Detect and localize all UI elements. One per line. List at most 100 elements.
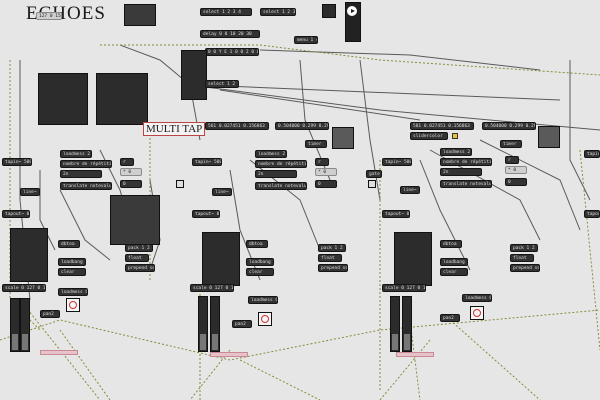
module3-display xyxy=(394,232,432,286)
r-object-3[interactable]: r xyxy=(505,156,519,164)
volume-slider-1b[interactable] xyxy=(20,298,30,352)
volume-slider-3a[interactable] xyxy=(390,296,400,352)
tapout-object-4[interactable]: tapout~ 0 xyxy=(584,210,600,218)
loadmess-object-1[interactable]: loadmess 2 xyxy=(60,150,92,158)
two-n-object-3[interactable]: 2n xyxy=(440,168,482,176)
float-object-2[interactable]: float xyxy=(318,254,342,262)
tfb-object-1[interactable]: * 0 xyxy=(120,168,142,176)
clear-object-3[interactable]: clear xyxy=(440,268,468,276)
toggle-2[interactable] xyxy=(368,180,376,188)
float-object-3[interactable]: float xyxy=(510,254,534,262)
module2-display xyxy=(202,232,240,286)
pan-knob-2[interactable] xyxy=(258,312,272,326)
tapout-object-1[interactable]: tapout~ 0 xyxy=(2,210,30,218)
line-object-1[interactable]: line~ xyxy=(20,188,40,196)
loadmess-object-3[interactable]: loadmess 2 xyxy=(440,148,472,156)
float-object-1[interactable]: float xyxy=(125,254,149,262)
line-object-3[interactable]: line~ xyxy=(400,186,420,194)
dbfs-object-2[interactable]: dbtoa xyxy=(246,240,268,248)
select-object-small[interactable]: select 1 2 3 4 xyxy=(260,8,296,16)
clear-object-1[interactable]: clear xyxy=(58,268,86,276)
status-led xyxy=(452,133,458,139)
slidercolor-object[interactable]: slidercolor xyxy=(410,132,448,140)
nombre-object-3[interactable]: nombre de répétition xyxy=(440,158,492,166)
volume-slider-2a[interactable] xyxy=(198,296,208,352)
pan-knob-3[interactable] xyxy=(470,306,484,320)
tapout-object-2[interactable]: tapout~ 0 xyxy=(192,210,220,218)
output-bar-2 xyxy=(210,352,248,357)
pan-knob-1[interactable] xyxy=(66,298,80,312)
toggle-1[interactable] xyxy=(176,180,184,188)
values-left2-object[interactable]: 0.504000 0.299 0.299 1 xyxy=(275,122,329,130)
loadbang-object-2[interactable]: loadbang xyxy=(246,258,274,266)
clear-object-2[interactable]: clear xyxy=(246,268,274,276)
loadmess-bottom-3[interactable]: loadmess 64 xyxy=(462,294,492,302)
loadbang-object-1[interactable]: loadbang xyxy=(58,258,86,266)
pan-object-3[interactable]: pan2 xyxy=(440,314,460,322)
scale-object-2[interactable]: scale 0 127 0 158 xyxy=(190,284,234,292)
display-panel-right xyxy=(96,73,148,125)
nombre-object-1[interactable]: nombre de répétition xyxy=(60,160,112,168)
digits-object[interactable]: 0 0 Y E 1 0 0 2 0 0 0 0 xyxy=(205,48,259,56)
line-object-2[interactable]: line~ xyxy=(212,188,232,196)
tfb-object-2[interactable]: * 0 xyxy=(315,168,337,176)
zero-object-1[interactable]: 0 xyxy=(120,180,142,188)
tapin-object-2[interactable]: tapin~ 5000 xyxy=(192,158,222,166)
volume-slider-3b[interactable] xyxy=(402,296,412,352)
pack-object-1[interactable]: pack 1 2 xyxy=(125,244,153,252)
tapin-object-1[interactable]: tapin~ 5000 xyxy=(2,158,32,166)
menu-object[interactable]: menu 1 4 xyxy=(294,36,318,44)
scale-top-object[interactable]: 127 0 158 xyxy=(36,12,62,20)
prepend-object-2[interactable]: prepend set xyxy=(318,264,348,272)
scale-object-3[interactable]: scale 0 127 0 158 xyxy=(382,284,426,292)
prepend-object-1[interactable]: prepend set xyxy=(125,264,155,272)
two-n-object-1[interactable]: 2n xyxy=(60,170,102,178)
tapin-object-3[interactable]: tapin~ 5000 xyxy=(382,158,412,166)
tapout-object-3[interactable]: tapout~ 0 xyxy=(382,210,410,218)
translate-object-1[interactable]: translate notevalues ms xyxy=(60,182,112,190)
r-object-1[interactable]: r xyxy=(120,158,134,166)
nombre-object-2[interactable]: nombre de répétition xyxy=(255,160,307,168)
dbfs-object-1[interactable]: dbtoa xyxy=(58,240,80,248)
dbfs-object-3[interactable]: dbtoa xyxy=(440,240,462,248)
display-panel-left xyxy=(38,73,88,125)
volume-slider-2b[interactable] xyxy=(210,296,220,352)
tapin-object-4[interactable]: tapin~ 5000 xyxy=(584,150,600,158)
values-right2-object[interactable]: 0.504000 0.299 0.299 1 xyxy=(482,122,536,130)
pan-object-2[interactable]: pan2 xyxy=(232,320,252,328)
top-right-panel xyxy=(322,4,336,18)
pack-object-3[interactable]: pack 1 2 xyxy=(510,244,538,252)
start-icon[interactable] xyxy=(346,5,358,17)
multitap-title: MULTI TAP xyxy=(143,122,206,136)
route-object[interactable]: select 1 2 3 4 xyxy=(205,80,239,88)
zero-object-3[interactable]: 0 xyxy=(505,178,527,186)
color-swatch-left xyxy=(332,127,354,149)
loadbang-object-3[interactable]: loadbang xyxy=(440,258,468,266)
values-right-object[interactable]: 581 0.027451 0.156863 1 xyxy=(410,122,474,130)
translate-object-3[interactable]: translate notevalues ms xyxy=(440,180,492,188)
timer-object-2[interactable]: timer xyxy=(305,140,327,148)
delay-object[interactable]: delay 0 0 10 20 30 xyxy=(200,30,260,38)
loadmess-object-2[interactable]: loadmess 2 xyxy=(255,150,287,158)
prepend-object-3[interactable]: prepend set xyxy=(510,264,540,272)
route-panel xyxy=(181,50,207,100)
module1-display xyxy=(10,228,48,282)
two-n-object-2[interactable]: 2n xyxy=(255,170,297,178)
values-left-object[interactable]: 561 0.027451 0.156863 1 xyxy=(205,122,269,130)
tfb-object-3[interactable]: * 0 xyxy=(505,166,527,174)
module1-gain-panel xyxy=(110,195,160,245)
loadmess-bottom-1[interactable]: loadmess 64 xyxy=(58,288,88,296)
volume-slider-1a[interactable] xyxy=(10,298,20,352)
r-object-2[interactable]: r xyxy=(315,158,329,166)
zero-object-2[interactable]: 0 xyxy=(315,180,337,188)
timer-object-3[interactable]: timer xyxy=(500,140,522,148)
scale-object-1[interactable]: scale 0 127 0 158 xyxy=(2,284,46,292)
pan-object-1[interactable]: pan2 xyxy=(40,310,60,318)
loadmess-bottom-2[interactable]: loadmess 64 xyxy=(248,296,278,304)
translate-object-2[interactable]: translate notevalues ms xyxy=(255,182,307,190)
pack-object-2[interactable]: pack 1 2 xyxy=(318,244,346,252)
gate-object-3[interactable]: gate xyxy=(366,170,382,178)
select-object-top[interactable]: select 1 2 3 4 xyxy=(200,8,252,16)
